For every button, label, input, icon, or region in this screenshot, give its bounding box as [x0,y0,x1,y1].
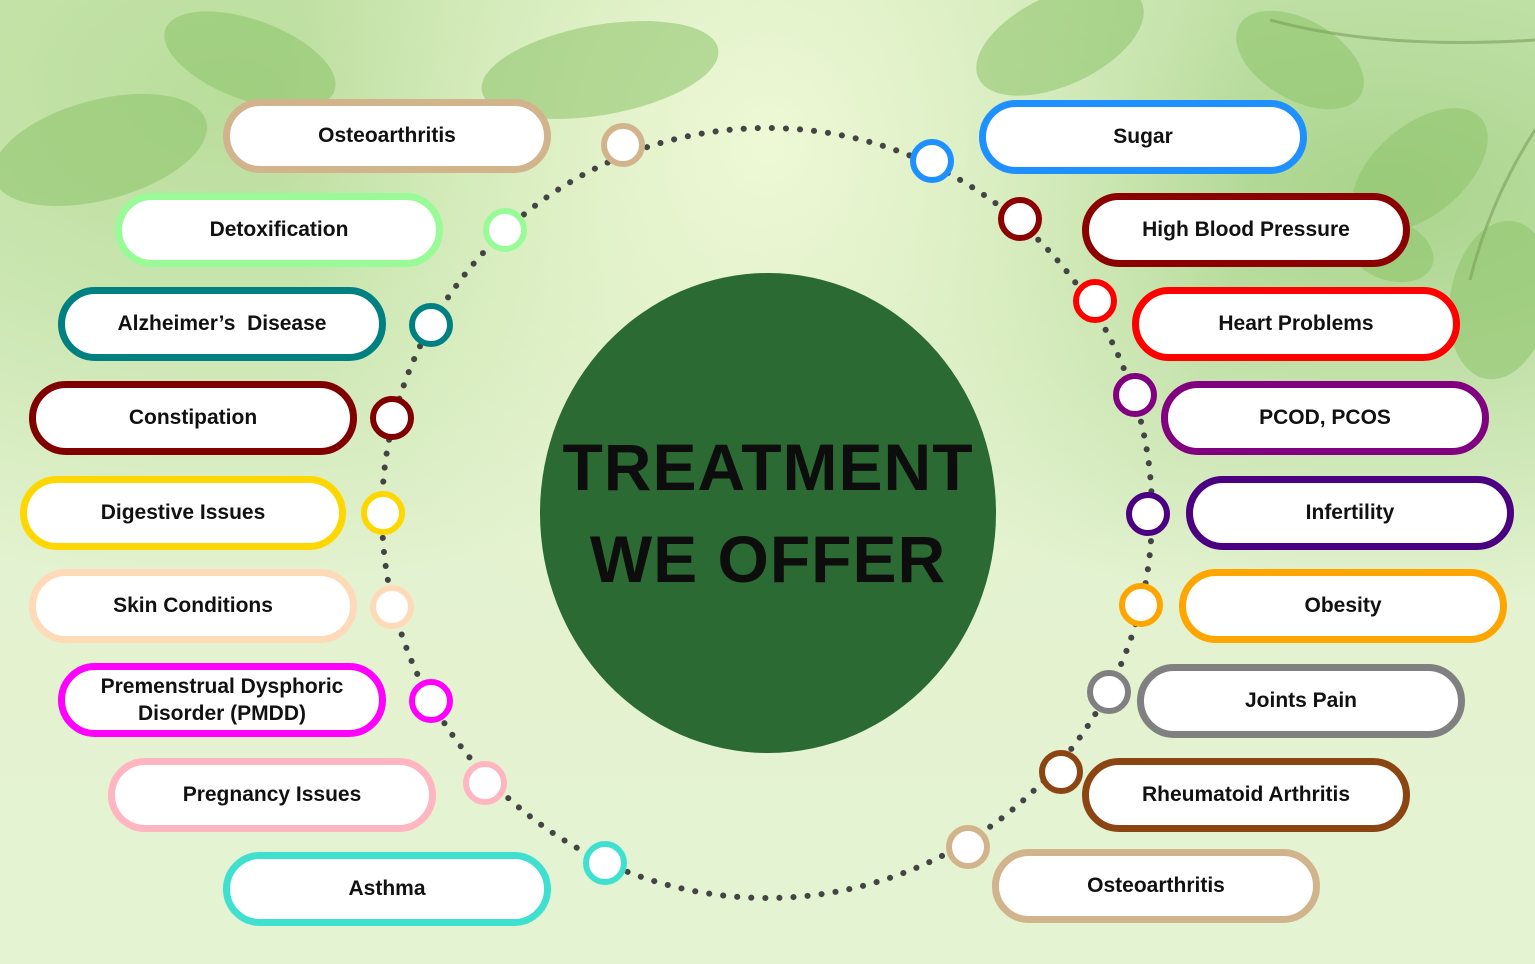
center-title-line-1: TREATMENT [562,430,974,504]
treatment-item-pmdd: Premenstrual Dysphoric Disorder (PMDD) [58,663,386,737]
ring-node-right [1073,279,1117,323]
treatment-item-skin-conditions: Skin Conditions [29,569,357,643]
treatment-label: Skin Conditions [113,594,273,618]
treatment-label: Detoxification [209,218,349,242]
treatment-label: Osteoarthritis [318,124,456,148]
center-title-line-2: WE OFFER [589,522,947,596]
treatment-item-osteoarthritis-left: Osteoarthritis [223,99,551,173]
ring-node-right [946,825,990,869]
ring-node-left [409,303,453,347]
treatment-item-heart-problems: Heart Problems [1132,287,1460,361]
treatment-label: Premenstrual Dysphoric Disorder (PMDD) [100,674,344,725]
treatment-item-alzheimers-disease: Alzheimer’s Disease [58,287,386,361]
ring-node-left [463,761,507,805]
ring-node-right [1126,492,1170,536]
ring-node-right [1113,373,1157,417]
ring-node-left [370,396,414,440]
treatment-label: Pregnancy Issues [182,783,362,807]
treatment-label: Infertility [1305,501,1395,525]
ring-node-right [1119,583,1163,627]
treatment-item-high-blood-pressure: High Blood Pressure [1082,193,1410,267]
ring-node-right [910,139,954,183]
treatment-item-constipation: Constipation [29,381,357,455]
ring-node-left [601,123,645,167]
ring-node-left [583,841,627,885]
ring-node-right [1039,750,1083,794]
treatment-label: Digestive Issues [100,501,266,525]
treatment-label: Sugar [1113,125,1173,149]
treatment-label: Joints Pain [1244,689,1358,713]
treatment-item-infertility: Infertility [1186,476,1514,550]
treatment-item-rheumatoid-arthritis: Rheumatoid Arthritis [1082,758,1410,832]
treatment-item-osteoarthritis-right: Osteoarthritis [992,849,1320,923]
center-title-circle: TREATMENT WE OFFER [540,273,996,753]
treatment-label: High Blood Pressure [1142,218,1350,242]
treatment-label: Asthma [348,877,426,901]
treatment-item-sugar: Sugar [979,100,1307,174]
ring-node-left [409,679,453,723]
treatment-item-detoxification: Detoxification [115,193,443,267]
treatment-item-asthma: Asthma [223,852,551,926]
treatment-label: Osteoarthritis [1087,874,1225,898]
treatment-item-joints-pain: Joints Pain [1137,664,1465,738]
treatment-label: Alzheimer’s Disease [117,312,327,336]
treatment-label: Obesity [1304,594,1382,618]
ring-node-right [1087,670,1131,714]
treatment-label: Rheumatoid Arthritis [1141,783,1351,807]
ring-node-left [370,585,414,629]
treatment-item-pcod-pcos: PCOD, PCOS [1161,381,1489,455]
treatment-label: Constipation [128,406,258,430]
ring-node-left [361,491,405,535]
treatment-item-pregnancy-issues: Pregnancy Issues [108,758,436,832]
treatment-item-obesity: Obesity [1179,569,1507,643]
ring-node-right [998,197,1042,241]
treatment-item-digestive-issues: Digestive Issues [20,476,346,550]
treatment-label: Heart Problems [1218,312,1374,336]
treatment-label: PCOD, PCOS [1259,406,1391,430]
ring-node-left [483,208,527,252]
